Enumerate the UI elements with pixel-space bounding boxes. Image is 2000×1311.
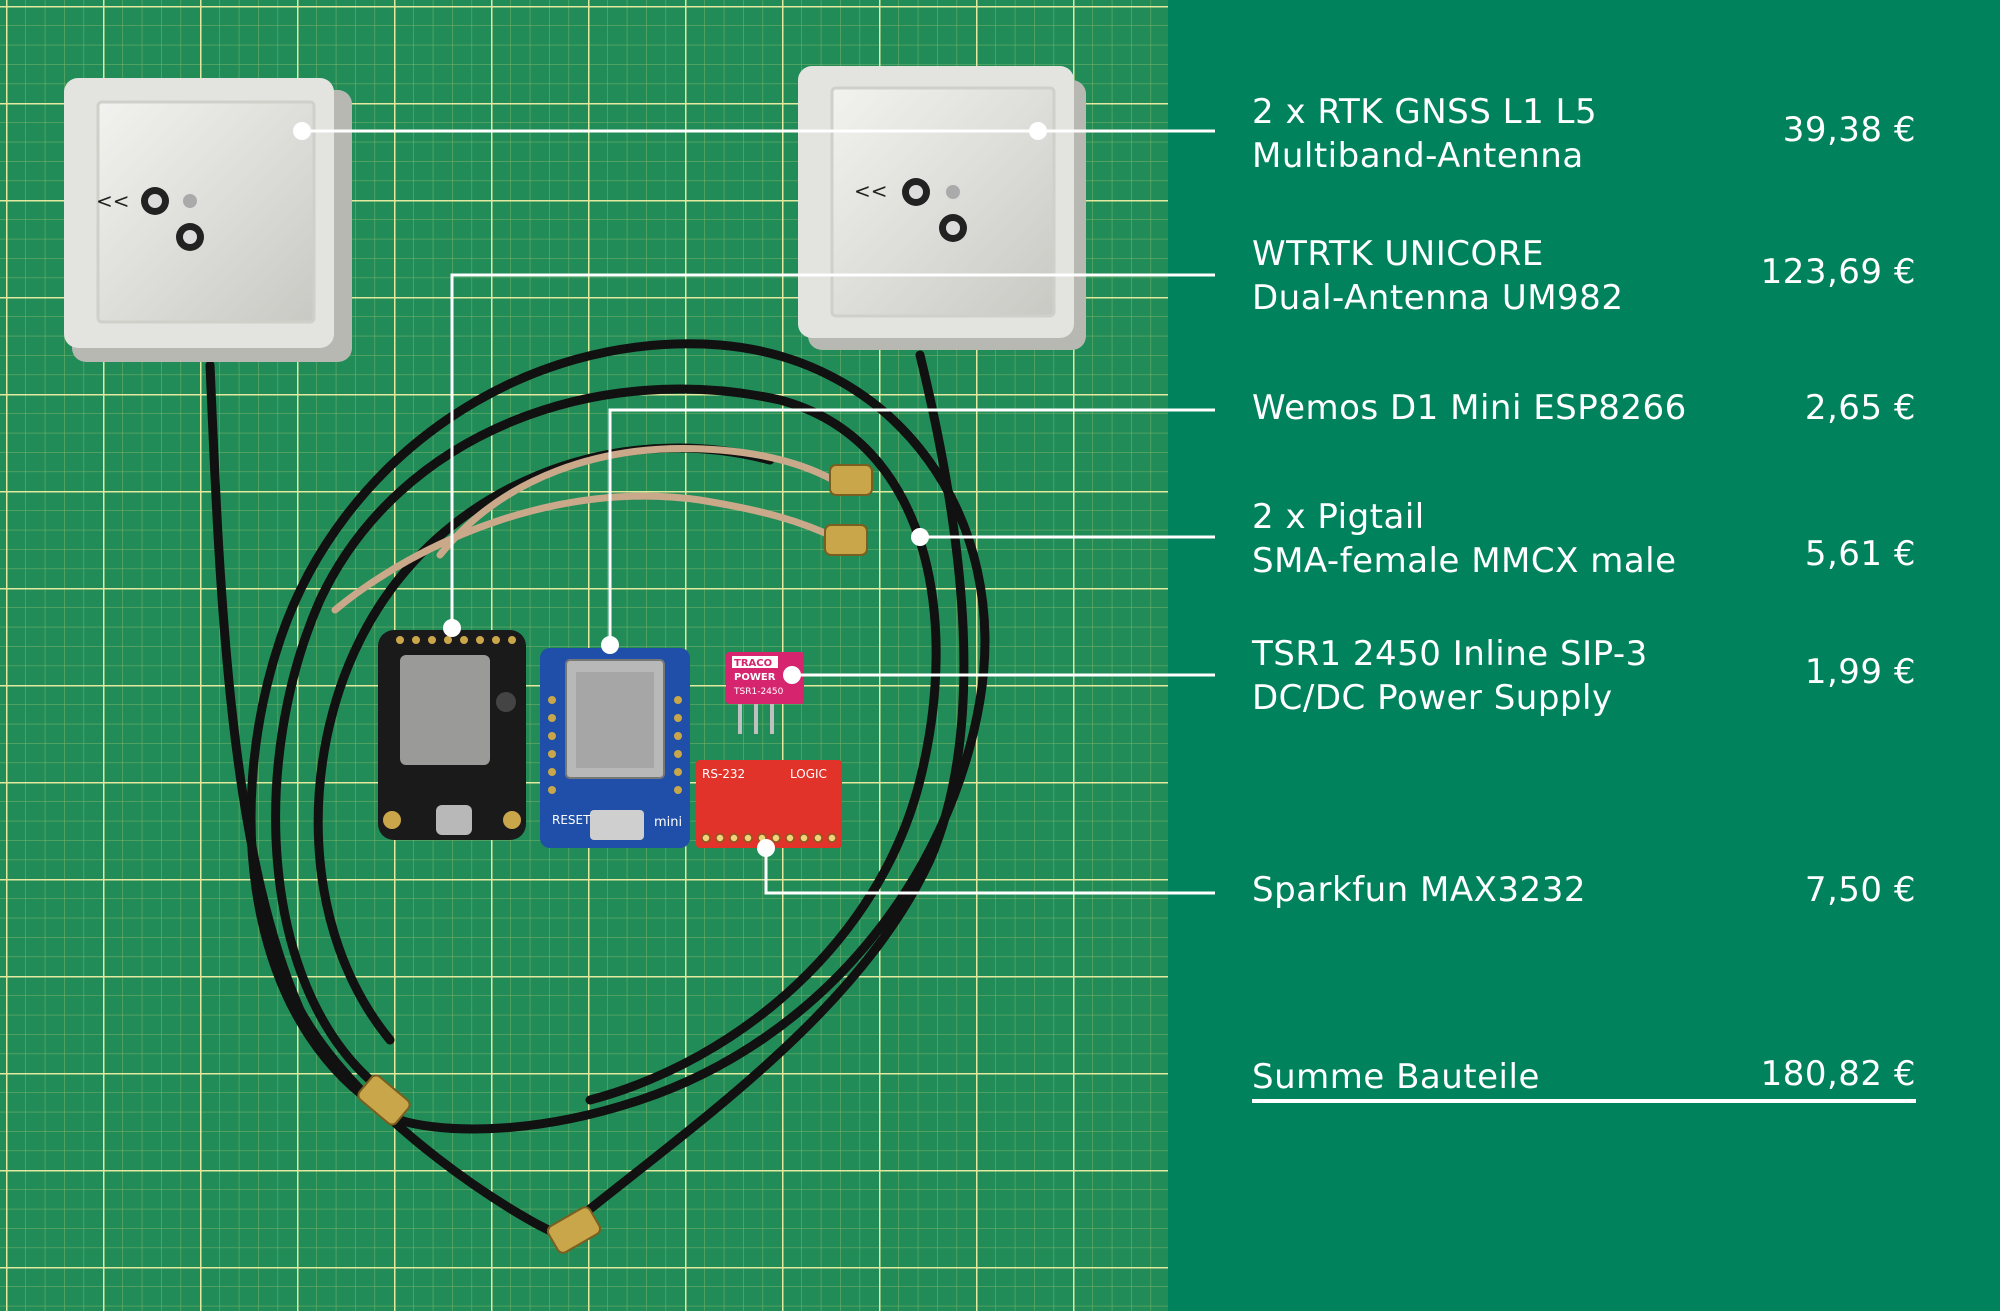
component-name-line1: WTRTK UNICORE <box>1252 234 1544 274</box>
svg-text:TRACO: TRACO <box>734 658 772 669</box>
component-antenna-name: 2 x RTK GNSS L1 L5 Multiband-Antenna <box>1252 90 1597 178</box>
svg-text:mini: mini <box>654 815 682 830</box>
gnss-antenna-right: << <box>798 66 1086 350</box>
svg-text:TSR1-2450: TSR1-2450 <box>733 687 784 697</box>
svg-text:RS-232: RS-232 <box>702 767 745 781</box>
component-name-line1: Sparkfun MAX3232 <box>1252 870 1586 910</box>
component-um982-name: WTRTK UNICORE Dual-Antenna UM982 <box>1252 232 1623 320</box>
component-name-line2: Multiband-Antenna <box>1252 136 1584 176</box>
component-wemos-name: Wemos D1 Mini ESP8266 <box>1252 386 1687 430</box>
component-traco-price: 1,99 € <box>1804 652 1916 692</box>
max3232-board: RS-232 LOGIC <box>696 760 842 848</box>
component-traco-name: TSR1 2450 Inline SIP-3 DC/DC Power Suppl… <box>1252 632 1648 720</box>
component-pigtail-price: 5,61 € <box>1804 534 1916 574</box>
component-name-line1: 2 x Pigtail <box>1252 497 1425 537</box>
component-name-line1: TSR1 2450 Inline SIP-3 <box>1252 634 1648 674</box>
component-max3232-price: 7,50 € <box>1804 870 1916 910</box>
svg-text:<<: << <box>854 179 888 203</box>
component-max3232-name: Sparkfun MAX3232 <box>1252 868 1586 912</box>
gnss-antenna-left: << <box>64 78 352 362</box>
svg-text:LOGIC: LOGIC <box>790 767 827 781</box>
svg-text:<<: << <box>96 189 130 213</box>
total-label: Summe Bauteile <box>1252 1057 1540 1097</box>
component-wemos-price: 2,65 € <box>1804 388 1916 428</box>
component-name-line2: DC/DC Power Supply <box>1252 678 1613 718</box>
total-underline <box>1252 1099 1916 1103</box>
component-name-line1: 2 x RTK GNSS L1 L5 <box>1252 92 1598 132</box>
component-pigtail-name: 2 x Pigtail SMA-female MMCX male <box>1252 495 1677 583</box>
component-name-line2: Dual-Antenna UM982 <box>1252 278 1624 318</box>
wemos-d1-mini-board: RESET mini <box>540 648 690 848</box>
um982-board <box>378 630 526 840</box>
component-antenna-price: 39,38 € <box>1782 110 1916 150</box>
svg-text:RESET: RESET <box>552 813 591 827</box>
svg-text:POWER: POWER <box>734 672 776 683</box>
total-price: 180,82 € <box>1760 1054 1916 1094</box>
component-photo: << << RESET mini TRACO PO <box>0 0 1168 1311</box>
component-name-line1: Wemos D1 Mini ESP8266 <box>1252 388 1687 428</box>
component-um982-price: 123,69 € <box>1760 252 1916 292</box>
component-name-line2: SMA-female MMCX male <box>1252 541 1677 581</box>
traco-tsr1-module: TRACO POWER TSR1-2450 <box>726 652 804 734</box>
